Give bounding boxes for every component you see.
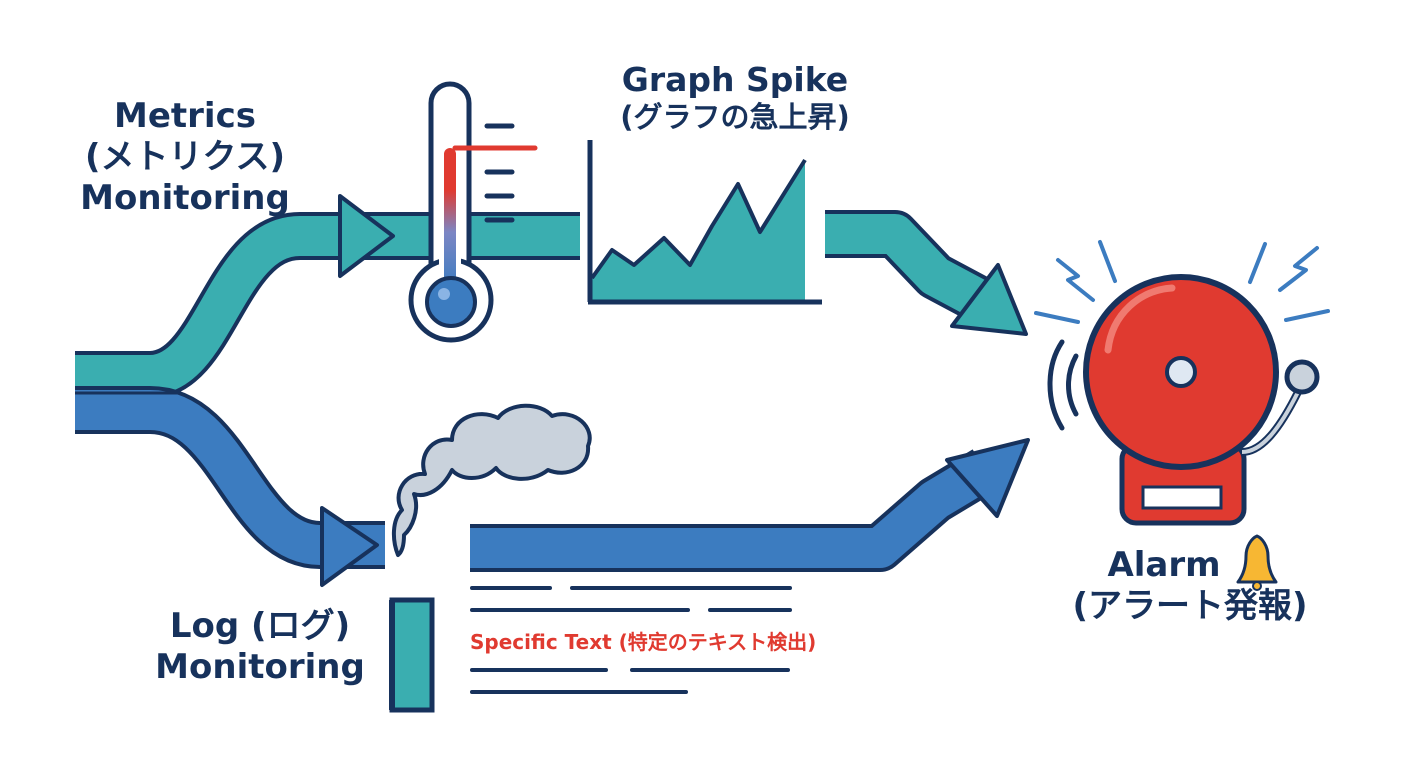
spike-graph-icon — [587, 140, 822, 305]
metrics-monitoring-label: Metrics (メトリクス) Monitoring — [70, 96, 300, 218]
thermometer-icon — [408, 81, 538, 343]
metrics-title: Metrics — [114, 96, 256, 136]
alarm-title: Alarm — [1107, 545, 1221, 585]
log-stack-column — [389, 597, 435, 713]
metrics-flow-path — [75, 212, 580, 399]
alarm-bell-icon — [1034, 240, 1330, 526]
metrics-japanese: (メトリクス) — [84, 136, 286, 177]
graph-spike-label: Graph Spike (グラフの急上昇) — [590, 60, 880, 134]
specific-text-label: Specific Text (特定のテキスト検出) — [470, 630, 817, 654]
metrics-arrowhead — [338, 194, 395, 278]
alarm-label: Alarm (アラート発報) — [1050, 545, 1330, 627]
log-monitoring: Monitoring — [155, 646, 365, 687]
smoke-icon — [391, 403, 592, 557]
small-bell-icon — [1236, 534, 1278, 591]
graph-japanese: (グラフの急上昇) — [620, 99, 850, 134]
alarm-japanese: (アラート発報) — [1072, 585, 1308, 626]
log-title: Log (ログ) — [169, 606, 351, 646]
graph-title: Graph Spike — [621, 60, 849, 99]
metrics-monitoring: Monitoring — [80, 177, 290, 218]
log-text-lines — [470, 586, 792, 694]
log-monitoring-label: Log (ログ) Monitoring — [140, 606, 380, 688]
log-arrowhead — [320, 506, 379, 587]
